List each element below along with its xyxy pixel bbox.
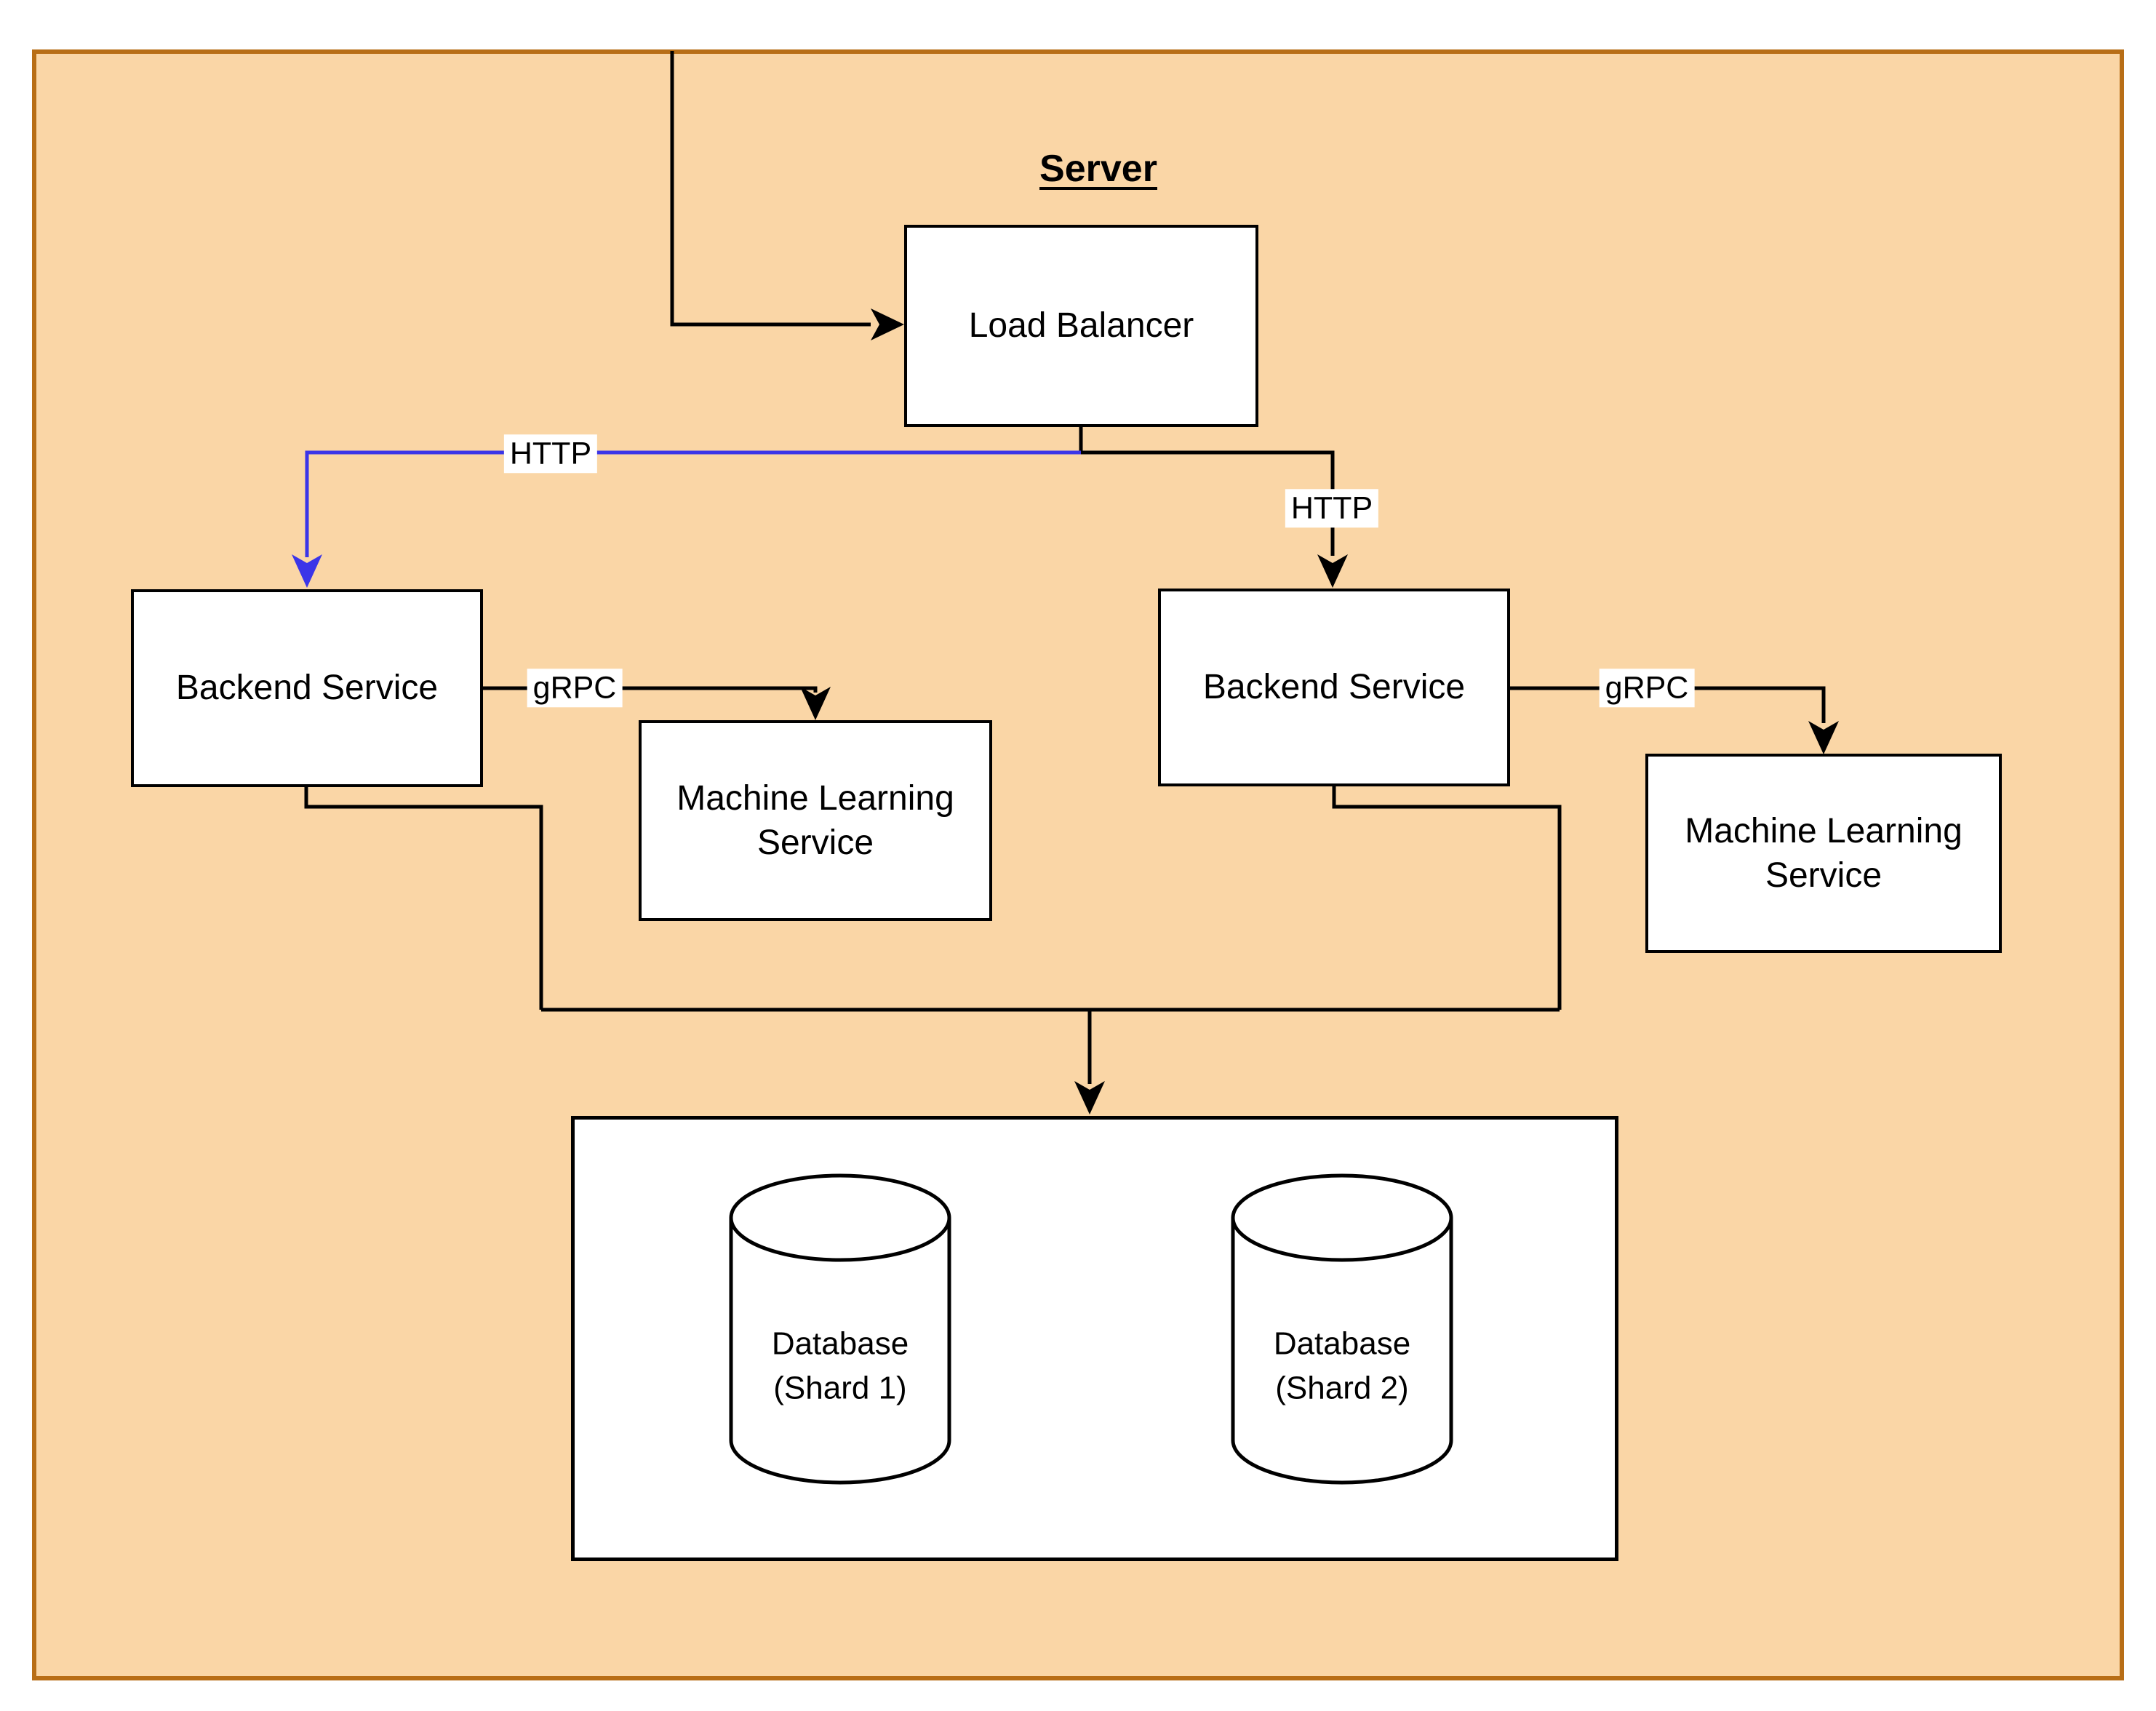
- node-backend-service-right: Backend Service: [1158, 589, 1510, 786]
- database-shard1-label: Database (Shard 1): [771, 1325, 909, 1405]
- database-group-container: [571, 1116, 1618, 1561]
- edge-label-grpc-left: gRPC: [527, 669, 623, 708]
- edge-label-http-left: HTTP: [503, 434, 598, 474]
- backend-service-right-label: Backend Service: [1202, 668, 1466, 707]
- edge-label-http-right: HTTP: [1285, 489, 1379, 528]
- server-group-title: Server: [1039, 148, 1157, 190]
- ml-service-right-label: Machine Learning Service: [1685, 811, 1963, 895]
- node-ml-service-left: Machine Learning Service: [639, 720, 992, 921]
- backend-service-left-label: Backend Service: [175, 669, 439, 708]
- ml-service-left-label: Machine Learning Service: [676, 778, 954, 862]
- node-load-balancer: Load Balancer: [904, 225, 1258, 427]
- node-backend-service-left: Backend Service: [131, 589, 483, 787]
- edge-label-grpc-right: gRPC: [1599, 669, 1695, 708]
- load-balancer-label: Load Balancer: [968, 306, 1194, 346]
- node-ml-service-right: Machine Learning Service: [1645, 754, 2002, 953]
- database-shard2-label: Database (Shard 2): [1273, 1325, 1411, 1405]
